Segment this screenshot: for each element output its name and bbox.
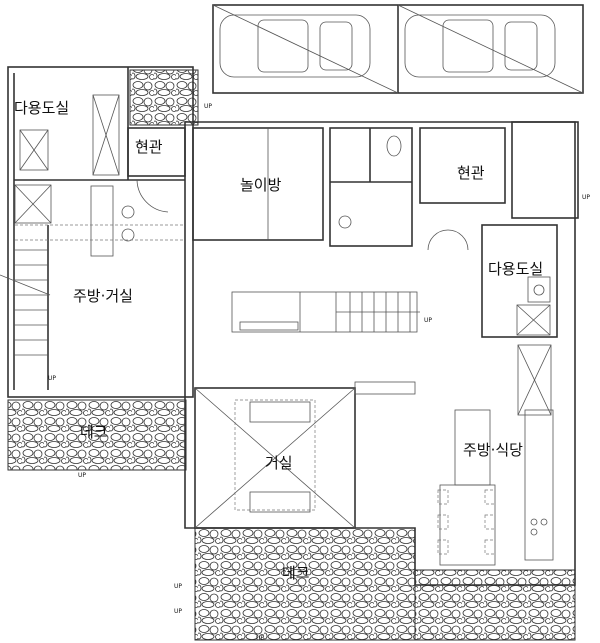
up-marker: UP bbox=[204, 103, 212, 110]
car-icon bbox=[219, 14, 371, 78]
room-label-kitchen-living: 주방·거실 bbox=[73, 287, 133, 305]
room-label-kitchen-dining: 주방·식당 bbox=[463, 441, 523, 459]
room-label-deck-left: 데크 bbox=[80, 423, 108, 441]
deck-left-area bbox=[7, 399, 187, 471]
room-label-entrance-right: 현관 bbox=[457, 164, 485, 182]
room-label-deck-bottom: 데크 bbox=[282, 564, 310, 582]
parking-area bbox=[212, 4, 584, 94]
up-marker: UP bbox=[174, 608, 182, 615]
up-marker: UP bbox=[582, 194, 590, 201]
deck-bottom-area-right bbox=[414, 569, 576, 641]
car-icon bbox=[404, 14, 556, 78]
room-label-living: 거실 bbox=[265, 454, 293, 472]
up-marker: UP bbox=[174, 583, 182, 590]
pebble-area bbox=[129, 69, 199, 126]
up-marker: UP bbox=[256, 635, 264, 642]
room-label-utility-right: 다용도실 bbox=[488, 260, 543, 278]
up-marker: UP bbox=[424, 317, 432, 324]
room-label-utility-left: 다용도실 bbox=[14, 99, 69, 117]
main-building-walls bbox=[184, 121, 579, 586]
up-marker: UP bbox=[78, 472, 86, 479]
room-label-entrance-left: 현관 bbox=[135, 138, 163, 156]
up-marker: UP bbox=[48, 375, 56, 382]
deck-bottom-area bbox=[194, 527, 416, 641]
stairs bbox=[0, 249, 51, 356]
room-label-playroom: 놀이방 bbox=[240, 176, 282, 194]
